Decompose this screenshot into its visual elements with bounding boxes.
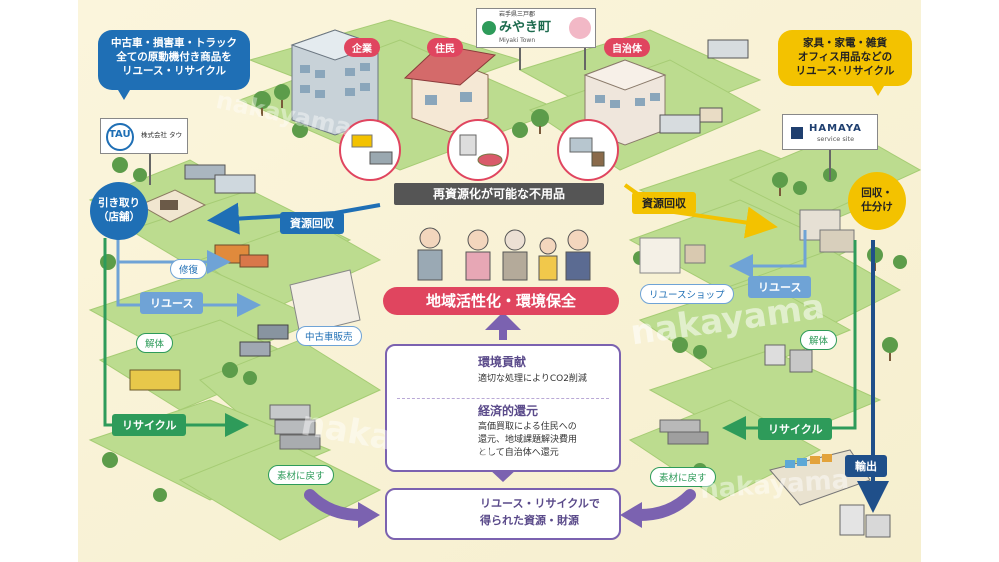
benefit-2-title: 経済的還元 xyxy=(478,404,539,418)
town-sign-name: みやき町 xyxy=(499,20,552,35)
cherry-blossom-icon xyxy=(569,17,591,39)
resident-label: 住民 xyxy=(427,38,463,57)
benefit-2-desc-1: 高価買取による住民への xyxy=(478,422,577,432)
right-reuse-arrow xyxy=(729,230,807,278)
used-car-tag: 中古車販売 xyxy=(296,326,362,346)
right-scenes xyxy=(639,209,891,538)
right-dismantle-tag: 解体 xyxy=(800,330,838,350)
export-label: 輸出 xyxy=(845,455,887,477)
right-collect-label: 資源回収 xyxy=(632,192,696,214)
left-collect-label: 資源回収 xyxy=(280,212,344,234)
left-bubble-line-2: 全ての原動機付き商品を xyxy=(116,51,232,64)
left-dismantle-tag: 解体 xyxy=(136,333,174,353)
right-material-tag: 素材に戻す xyxy=(650,467,716,487)
tau-logo-icon xyxy=(106,123,134,151)
town-sign: 岩手県三戸郡 みやき町 Miyaki Town xyxy=(476,8,596,48)
left-reuse-arrow xyxy=(116,262,261,317)
town-sign-prefecture: 岩手県三戸郡 xyxy=(499,11,536,18)
reuse-shop-tag: リユースショップ xyxy=(640,284,734,304)
left-material-tag: 素材に戻す xyxy=(268,465,334,485)
left-bubble-line-1: 中古車・損害車・トラック xyxy=(111,37,237,49)
pickup-line-2: （店舗） xyxy=(98,211,140,223)
hamaya-sub-text: service site xyxy=(817,135,855,143)
repair-tag: 修復 xyxy=(170,259,208,279)
up-arrow-head xyxy=(485,312,521,330)
hamaya-logo-text: HAMAYA xyxy=(809,123,862,134)
town-sign-roman: Miyaki Town xyxy=(499,37,536,44)
benefits-divider xyxy=(397,398,609,399)
left-recycle-label: リサイクル xyxy=(112,414,187,436)
people-illustration xyxy=(417,227,591,281)
right-info-bubble: 家具・家電・雑貨 オフィス用品などの リユース･リサイクル xyxy=(778,30,912,86)
benefit-1-title: 環境貢献 xyxy=(478,355,527,369)
left-recycle-arrow xyxy=(103,238,249,437)
trucks xyxy=(659,39,749,134)
right-bubble-pointer xyxy=(872,86,884,96)
pickup-store-circle: 引き取り（店舗） xyxy=(90,182,148,240)
benefit-2-desc-3: として自治体へ還元 xyxy=(478,448,559,458)
right-bubble-line-3: リユース･リサイクル xyxy=(795,65,895,78)
tau-company-name: 株式会社 タウ xyxy=(141,131,183,139)
hamaya-sign: HAMAYA service site xyxy=(782,114,878,150)
item-circles xyxy=(339,119,619,181)
pickup-line-1: 引き取り xyxy=(98,197,140,210)
left-curve-arrow-head xyxy=(358,502,380,528)
main-title: 地域活性化・環境保全 xyxy=(383,287,619,315)
right-curve-arrow-head xyxy=(620,502,642,528)
tau-sign: TAU 株式会社 タウ xyxy=(100,118,188,154)
collect-line-2: 仕分け xyxy=(861,201,893,213)
right-reuse-label: リユース xyxy=(748,276,812,298)
center-banner: 再資源化が可能な不用品 xyxy=(394,183,604,205)
left-info-bubble: 中古車・損害車・トラック 全ての原動機付き商品を リユース・リサイクル xyxy=(98,30,250,90)
municipality-label: 自治体 xyxy=(604,38,650,57)
resources-box xyxy=(385,488,621,540)
right-recycle-label: リサイクル xyxy=(758,418,833,440)
left-bubble-pointer xyxy=(118,90,130,100)
left-scenes xyxy=(129,164,361,450)
collect-line-1: 回収・ xyxy=(861,187,893,200)
left-reuse-label: リユース xyxy=(140,292,204,314)
house-building xyxy=(403,44,497,133)
town-logo-icon xyxy=(482,21,496,35)
hamaya-logo-icon xyxy=(791,127,803,139)
company-label: 企業 xyxy=(344,38,380,57)
right-curve-arrow xyxy=(634,489,696,521)
benefit-1-desc: 適切な処理によりCO2削減 xyxy=(478,374,587,384)
benefits-panel xyxy=(385,344,621,472)
municipality-building xyxy=(583,59,667,146)
right-bubble-line-2: オフィス用品などの xyxy=(797,51,893,64)
benefit-2-desc-2: 還元、地域課題解決費用 xyxy=(478,435,578,445)
collect-sort-circle: 回収・仕分け xyxy=(848,172,906,230)
right-bubble-line-1: 家具・家電・雑貨 xyxy=(803,37,887,49)
tau-logo-text: TAU xyxy=(109,129,131,140)
left-curve-arrow xyxy=(304,489,366,521)
left-bubble-line-3: リユース・リサイクル xyxy=(122,65,226,78)
resources-line-2: 得られた資源・財源 xyxy=(480,514,579,527)
resources-line-1: リユース・リサイクルで xyxy=(480,497,600,510)
